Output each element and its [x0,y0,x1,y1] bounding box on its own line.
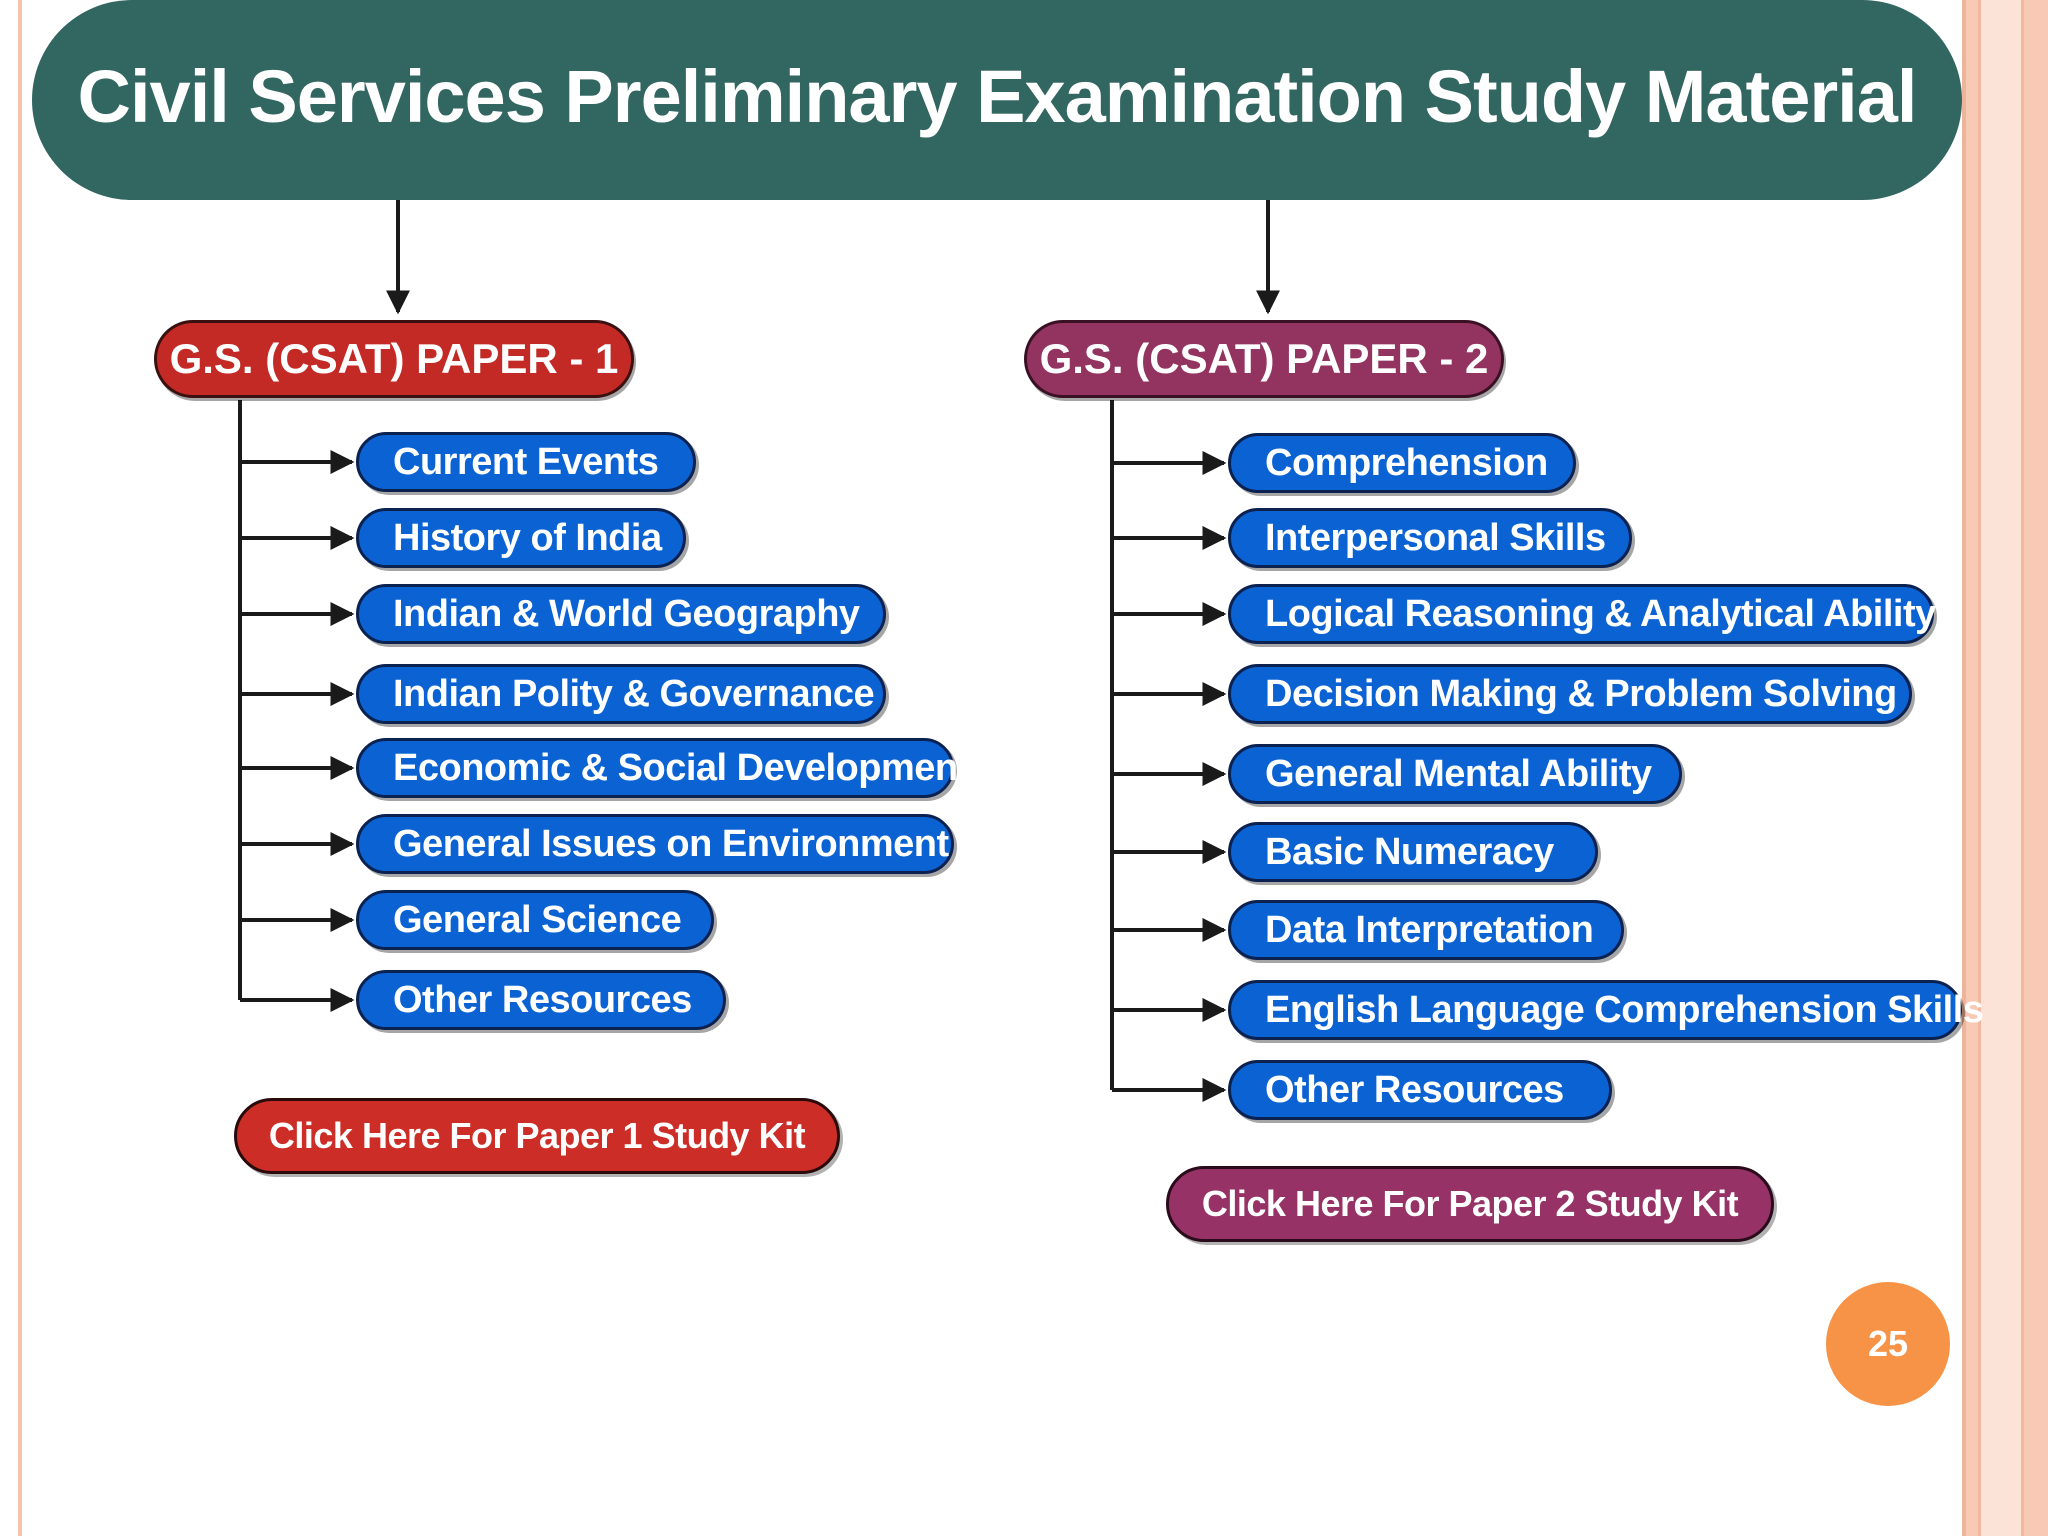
paper-2-topic-item[interactable]: Basic Numeracy [1228,822,1598,882]
paper-1-topic-item[interactable]: Other Resources [356,970,726,1030]
paper-2-topic-item[interactable]: Interpersonal Skills [1228,508,1632,568]
slide-frame-left [0,0,22,1536]
paper-1-topic-item[interactable]: Indian & World Geography [356,584,886,644]
paper-1-study-kit-button[interactable]: Click Here For Paper 1 Study Kit [234,1098,840,1174]
paper-2-study-kit-button[interactable]: Click Here For Paper 2 Study Kit [1166,1166,1774,1242]
paper-1-topic-item[interactable]: General Science [356,890,714,950]
page-title: Civil Services Preliminary Examination S… [77,54,1918,138]
paper-2-topic-item[interactable]: Other Resources [1228,1060,1612,1120]
paper-1-topic-item[interactable]: History of India [356,508,686,568]
paper-2-topic-item[interactable]: Data Interpretation [1228,900,1624,960]
paper-2-branch-lines [1110,400,1227,1102]
paper-1-header[interactable]: G.S. (CSAT) PAPER - 1 [154,320,634,398]
paper-1-topic-item[interactable]: General Issues on Environment [356,814,954,874]
paper-2-topic-item[interactable]: General Mental Ability [1228,744,1682,804]
paper-2-header[interactable]: G.S. (CSAT) PAPER - 2 [1024,320,1504,398]
paper-1-topic-item[interactable]: Current Events [356,432,696,492]
page-number-badge: 25 [1826,1282,1950,1406]
title-banner: Civil Services Preliminary Examination S… [32,0,1962,200]
paper-1-branch-lines [238,400,355,1012]
paper-1-topic-item[interactable]: Indian Polity & Governance [356,664,886,724]
slide-frame-right-stripe [1978,0,2024,1536]
paper-2-topic-item[interactable]: Comprehension [1228,433,1576,493]
paper-1-topic-item[interactable]: Economic & Social Development [356,738,970,798]
paper-2-topic-item[interactable]: Decision Making & Problem Solving [1228,664,1912,724]
paper-2-topic-item[interactable]: Logical Reasoning & Analytical Ability [1228,584,1936,644]
paper-2-topic-item[interactable]: English Language Comprehension Skills [1228,980,1984,1040]
